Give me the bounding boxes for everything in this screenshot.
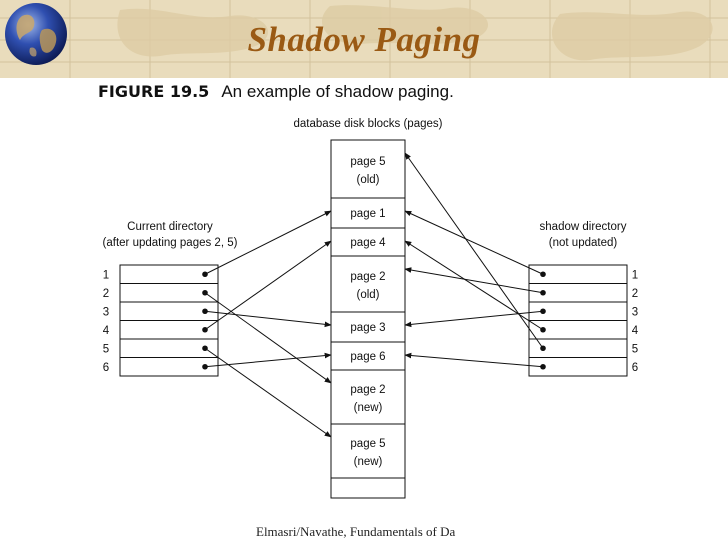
current-directory-entry: 5 xyxy=(103,338,219,358)
disk-page-label: page 2 xyxy=(350,384,385,396)
disk-page-block: page 5 (old) xyxy=(330,139,406,199)
shadow-directory-entry-number: 6 xyxy=(632,362,638,374)
disk-page-label: page 4 xyxy=(350,237,386,249)
shadow-directory-entry: 5 xyxy=(528,338,638,358)
disk-page-label: page 1 xyxy=(350,208,385,220)
shadow-directory-sublabel: (not updated) xyxy=(549,237,618,249)
shadow-directory-entry: 2 xyxy=(528,283,638,303)
disk-page-block: page 2 (new) xyxy=(330,369,406,425)
disk-blocks-heading: database disk blocks (pages) xyxy=(294,118,443,130)
disk-page-block xyxy=(330,477,406,499)
disk-page-cell xyxy=(330,255,406,313)
current-directory-entry-number: 3 xyxy=(103,306,109,318)
disk-page-block: page 3 xyxy=(330,311,406,343)
disk-page-cell xyxy=(330,423,406,479)
disk-page-status: (old) xyxy=(356,174,379,186)
shadow-directory-entry: 4 xyxy=(528,320,639,340)
shadow-directory-entry-number: 4 xyxy=(632,325,639,337)
disk-page-cell xyxy=(330,197,406,229)
shadow-directory-label: shadow directory xyxy=(540,221,627,233)
current-directory-cell xyxy=(119,357,219,377)
shadow-directory-entry-number: 3 xyxy=(632,306,638,318)
disk-page-cell xyxy=(330,139,406,199)
disk-page-block: page 5 (new) xyxy=(330,423,406,479)
current-directory-entry-number: 6 xyxy=(103,362,109,374)
disk-page-cell xyxy=(330,477,406,499)
disk-blocks-column: page 5 (old) page 1 page 4 page 2 (old) page 3… xyxy=(330,139,406,499)
shadow-pointer-arrow xyxy=(404,210,544,275)
globe-icon xyxy=(5,3,67,65)
shadow-pointer-arrow xyxy=(404,152,544,349)
disk-page-status: (new) xyxy=(354,456,383,468)
current-directory-entry-number: 2 xyxy=(103,288,109,300)
current-directory-label: Current directory xyxy=(127,221,213,233)
disk-page-block: page 4 xyxy=(330,227,406,257)
shadow-pointer-arrow xyxy=(404,240,544,331)
current-directory-entry-number: 5 xyxy=(103,343,109,355)
shadow-pointer-arrow xyxy=(404,267,544,294)
current-pointer-arrow xyxy=(204,240,332,331)
disk-page-label: page 5 xyxy=(350,156,385,168)
shadow-pointer-arrow xyxy=(404,352,544,368)
disk-page-label: page 6 xyxy=(350,351,385,363)
current-directory-sublabel: (after updating pages 2, 5) xyxy=(103,237,238,249)
current-directory-entry: 3 xyxy=(103,301,219,321)
current-directory-entry: 2 xyxy=(103,283,219,303)
disk-page-cell xyxy=(330,341,406,371)
shadow-directory-entry: 6 xyxy=(528,357,638,377)
current-directory-table: 1 2 3 4 5 6 xyxy=(103,264,219,377)
figure-caption-text: An example of shadow paging. xyxy=(221,82,454,101)
shadow-directory-entry-number: 1 xyxy=(632,269,638,281)
footer-citation: Elmasri/Navathe, Fundamentals of Da xyxy=(256,524,456,539)
shadow-directory-entry-number: 5 xyxy=(632,343,638,355)
disk-page-cell xyxy=(330,369,406,425)
current-pointer-arrow xyxy=(204,352,332,368)
disk-page-block: page 6 xyxy=(330,341,406,371)
shadow-directory-entry-number: 2 xyxy=(632,288,638,300)
current-directory-entry-number: 4 xyxy=(103,325,110,337)
current-pointer-arrow xyxy=(204,210,332,275)
current-directory-entry-number: 1 xyxy=(103,269,109,281)
disk-page-cell xyxy=(330,227,406,257)
current-pointer-arrow xyxy=(204,347,332,438)
shadow-directory-cell xyxy=(528,357,628,377)
shadow-directory-table: 1 2 3 4 5 6 xyxy=(528,264,639,377)
current-directory-entry: 6 xyxy=(103,357,219,377)
pointer-arrows xyxy=(204,152,544,438)
disk-page-status: (new) xyxy=(354,402,383,414)
map-background xyxy=(0,0,728,78)
current-directory-entry: 1 xyxy=(103,264,219,284)
current-directory-entry: 4 xyxy=(103,320,219,340)
current-pointer-arrow xyxy=(204,292,332,384)
title-banner: Shadow Paging xyxy=(0,0,728,78)
disk-page-block: page 2 (old) xyxy=(330,255,406,313)
current-pointer-arrow xyxy=(204,310,332,328)
disk-page-label: page 5 xyxy=(350,438,385,450)
disk-page-status: (old) xyxy=(356,289,379,301)
disk-page-label: page 2 xyxy=(350,271,385,283)
shadow-directory-entry: 3 xyxy=(528,301,638,321)
figure-caption: FIGURE 19.5 An example of shadow paging. xyxy=(98,82,454,102)
figure-number: FIGURE 19.5 xyxy=(98,82,210,101)
disk-page-label: page 3 xyxy=(350,322,385,334)
disk-page-block: page 1 xyxy=(330,197,406,229)
shadow-pointer-arrow xyxy=(404,310,544,328)
shadow-directory-entry: 1 xyxy=(528,264,638,284)
slide-title: Shadow Paging xyxy=(247,20,481,59)
